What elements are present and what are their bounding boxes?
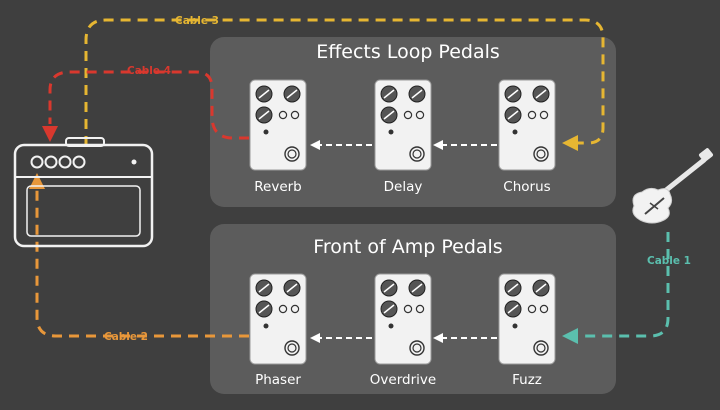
effects-loop-title: Effects Loop Pedals: [316, 41, 500, 63]
cable-2-label: Cable 2: [104, 331, 148, 343]
pedal-fuzz: [498, 273, 556, 365]
cable-3: Cable 3: [84, 15, 605, 151]
cable-4-label: Cable 4: [127, 65, 171, 77]
pedal-label-chorus: Chorus: [503, 179, 550, 195]
signal-arrows: [310, 140, 497, 343]
pedal-label-reverb: Reverb: [254, 179, 302, 195]
pedal-reverb: [249, 79, 307, 171]
cable-2: Cable 2: [29, 173, 249, 343]
cable-3-label: Cable 3: [175, 15, 219, 27]
cable-4: Cable 4: [42, 65, 249, 142]
pedal-delay: [374, 79, 432, 171]
cable-1-label: Cable 1: [647, 255, 691, 267]
pedal-label-overdrive: Overdrive: [370, 372, 436, 388]
pedal-overdrive: [374, 273, 432, 365]
electric-guitar-icon: [632, 148, 713, 224]
pedal-chorus: [498, 79, 556, 171]
pedal-label-phaser: Phaser: [255, 372, 301, 388]
amplifier-icon: [13, 137, 154, 248]
cable-1: Cable 1: [562, 232, 691, 344]
front-of-amp-title: Front of Amp Pedals: [313, 236, 502, 258]
pedal-phaser: [249, 273, 307, 365]
pedal-label-delay: Delay: [384, 179, 423, 195]
pedal-label-fuzz: Fuzz: [512, 372, 542, 388]
